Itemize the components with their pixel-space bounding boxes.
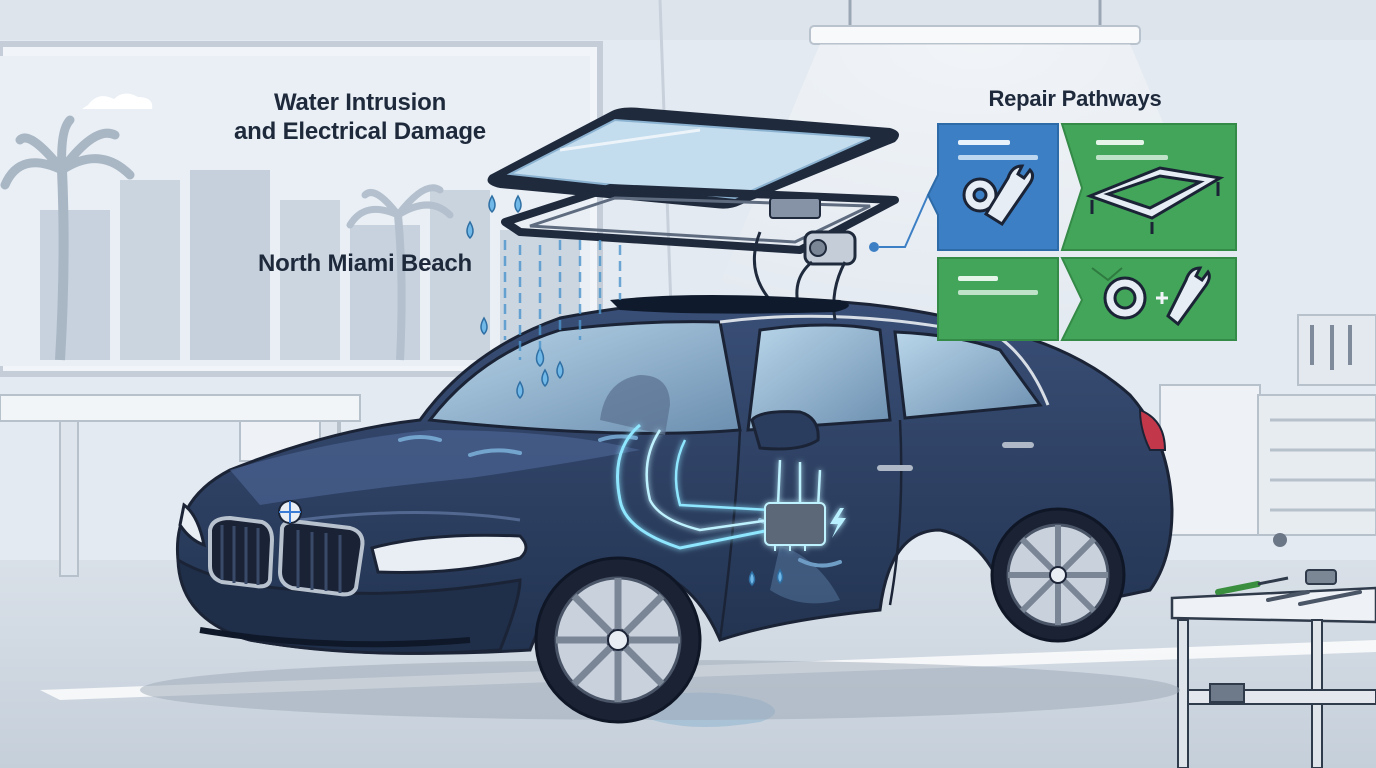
title-line-1: Water Intrusion (273, 89, 447, 116)
control-module (764, 502, 826, 546)
tool-cabinets (1159, 314, 1376, 547)
sedan-car (140, 297, 1180, 724)
callout-connector (869, 194, 929, 252)
repair-pathways-title: Repair Pathways (988, 86, 1162, 111)
headlight-left (178, 502, 206, 548)
gear-wrench-icon (962, 164, 1035, 227)
pathway-card-bottom-left (937, 257, 1059, 341)
rear-wheel (990, 507, 1126, 643)
pathway-card-top-right (1060, 123, 1237, 251)
headlight-right (370, 533, 528, 574)
pathway-card-bottom-right (1060, 257, 1237, 341)
pathway-card-top-left (926, 123, 1059, 251)
water-streams (503, 240, 622, 360)
sunroof-assembly (487, 107, 899, 321)
tool-cart (1170, 569, 1376, 768)
sunroof-motor (803, 230, 857, 266)
sunroof-frame-icon (1085, 166, 1225, 234)
repair-pathways-panel (926, 123, 1237, 341)
front-wheel (534, 556, 702, 724)
title-line-2: and Electrical Damage (234, 118, 486, 145)
lightning-icon (830, 508, 846, 538)
location-label: North Miami Beach (258, 250, 472, 277)
garage-window (0, 41, 603, 377)
electrical-damage (616, 423, 846, 551)
seal-ring-plus-wrench-icon (1103, 266, 1211, 327)
water-leak (466, 194, 784, 587)
kidney-grille (208, 515, 365, 597)
diagram-title: Water Intrusion and Electrical Damage (200, 88, 520, 146)
